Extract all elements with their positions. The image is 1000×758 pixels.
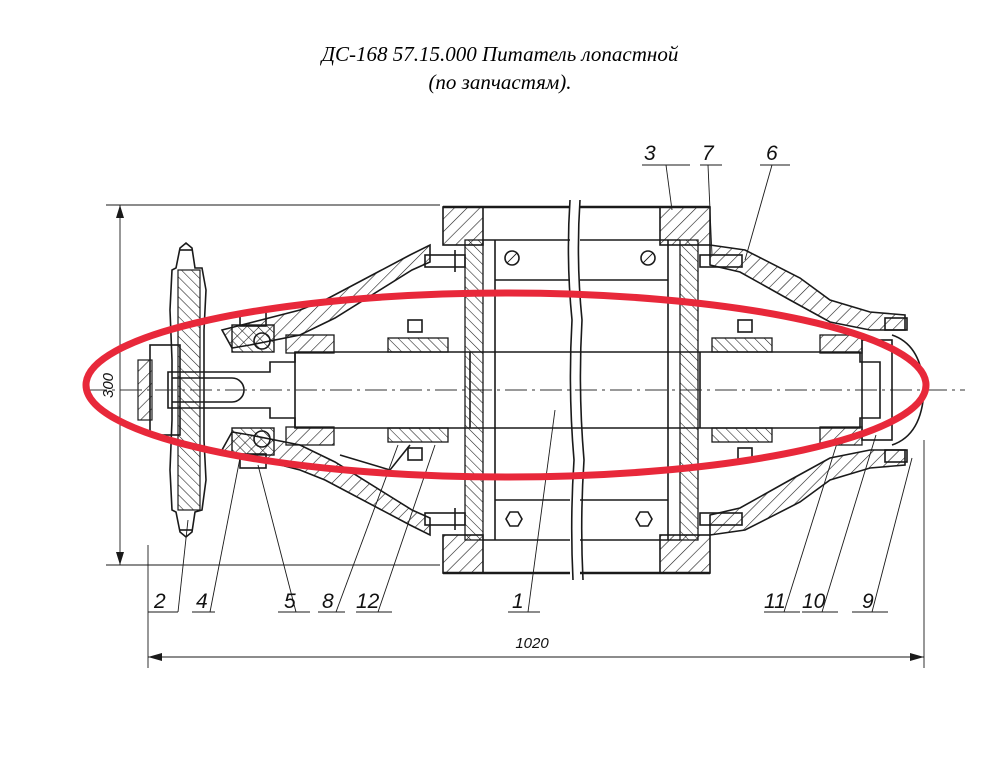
dimension-length: 1020 — [147, 440, 925, 668]
part-label-3: 3 — [644, 142, 656, 165]
dimension-height-label: 300 — [100, 372, 117, 398]
part-label-5: 5 — [284, 590, 296, 613]
dimension-height: 300 — [100, 204, 440, 566]
drawing-title: ДС-168 57.15.000 Питатель лопастной (по … — [0, 40, 1000, 96]
part-label-11: 11 — [764, 590, 786, 613]
title-line-1: ДС-168 57.15.000 Питатель лопастной — [321, 42, 679, 66]
part-numbers: 3 7 6 2 4 5 8 12 1 11 10 9 — [153, 142, 874, 613]
dimension-length-label: 1020 — [515, 635, 549, 652]
part-label-12: 12 — [356, 590, 380, 613]
left-flange-bolts — [424, 250, 466, 530]
part-label-10: 10 — [802, 590, 826, 613]
part-label-7: 7 — [702, 142, 715, 165]
title-line-2: (по запчастям). — [428, 70, 572, 94]
part-label-8: 8 — [322, 590, 334, 613]
left-housing — [220, 243, 449, 537]
part-label-2: 2 — [153, 590, 166, 613]
part-label-4: 4 — [196, 590, 208, 613]
part-label-1: 1 — [512, 590, 524, 613]
part-label-6: 6 — [766, 142, 778, 165]
leader-lines — [148, 164, 913, 613]
part-label-9: 9 — [862, 590, 874, 613]
highlight-ellipse — [82, 289, 930, 481]
